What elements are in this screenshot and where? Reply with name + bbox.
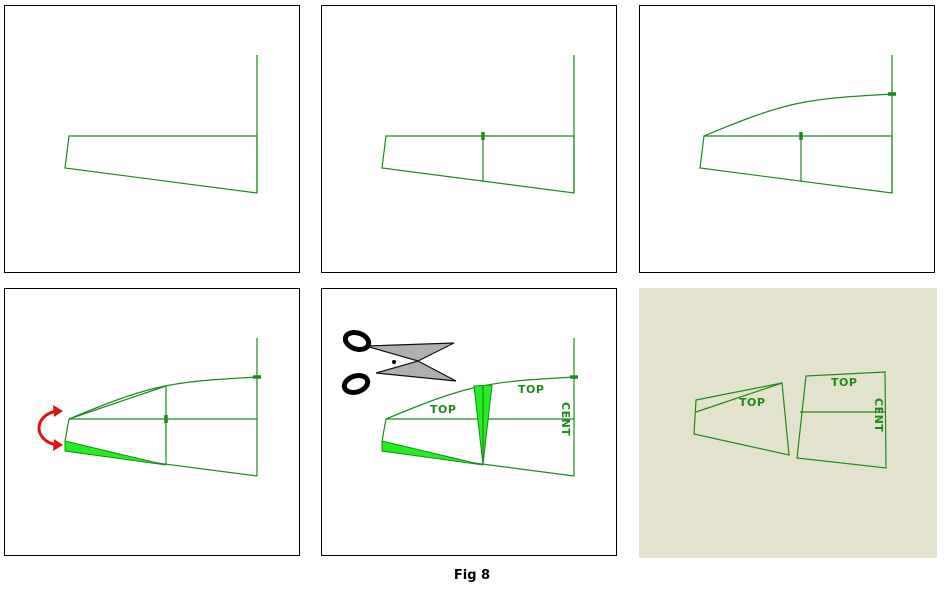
right-piece <box>796 371 887 469</box>
pattern-outline <box>64 135 258 194</box>
step-2-drawing <box>381 55 575 194</box>
figure-caption: Fig 8 <box>453 568 491 583</box>
step-1-drawing <box>64 55 258 194</box>
label-top-left: TOP <box>430 403 456 416</box>
label-top-right: TOP <box>831 376 857 389</box>
label-cent: CENT <box>872 398 885 432</box>
curved-arrow-icon <box>37 405 63 451</box>
step-3-panel <box>639 5 935 273</box>
pattern-outline <box>699 135 893 194</box>
step-6-drawing: TOP TOP CENT <box>693 371 887 469</box>
left-piece-line <box>695 382 783 413</box>
label-top-right: TOP <box>518 383 544 396</box>
step-4-drawing <box>37 338 261 477</box>
pattern-outline <box>381 135 575 194</box>
wedge-shape <box>64 440 167 466</box>
left-edge <box>381 418 387 442</box>
top-curve <box>703 93 893 137</box>
step-2-panel <box>321 5 617 273</box>
step-5-panel: TOP TOP CENT <box>321 288 617 556</box>
step-6-panel: TOP TOP CENT <box>639 288 937 558</box>
top-curve <box>68 376 258 420</box>
wedge-shape <box>381 440 484 466</box>
left-edge <box>64 418 70 442</box>
scissors-icon <box>341 330 457 395</box>
step-1-panel <box>4 5 300 273</box>
label-cent: CENT <box>559 402 572 436</box>
label-top-left: TOP <box>739 396 765 409</box>
diagonal-line <box>68 385 167 420</box>
step-4-panel <box>4 288 300 556</box>
left-piece <box>693 382 790 456</box>
step-3-drawing <box>699 55 896 194</box>
step-5-drawing: TOP TOP CENT <box>341 330 578 477</box>
